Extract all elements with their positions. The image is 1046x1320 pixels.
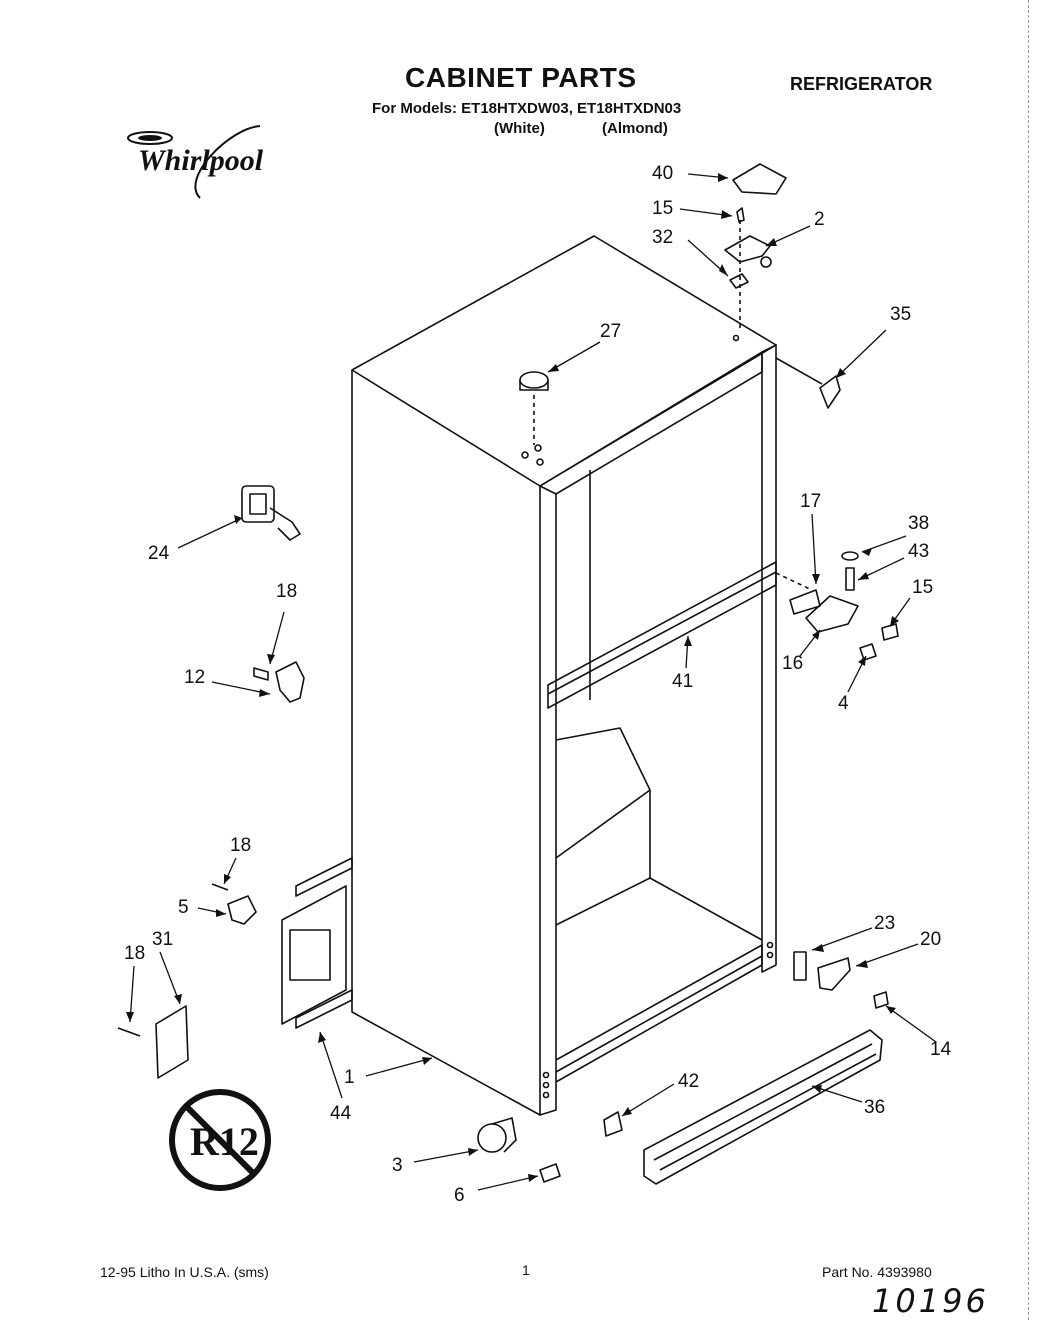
handwritten-note: 10196 — [872, 1282, 989, 1320]
callout-18: 18 — [230, 835, 252, 856]
page-title: CABINET PARTS — [405, 62, 637, 93]
callout-6: 6 — [454, 1185, 465, 1206]
logo-wordmark: Whirlpool — [138, 144, 264, 177]
callout-2: 2 — [814, 209, 825, 230]
cabinet-top — [351, 235, 777, 487]
callout-18: 18 — [276, 581, 298, 602]
callout-41: 41 — [672, 671, 694, 692]
r12-stamp — [169, 1089, 271, 1191]
cabinet-left-side — [351, 370, 541, 1116]
callout-44: 44 — [330, 1103, 352, 1124]
callout-42: 42 — [678, 1071, 700, 1092]
page-number: 1 — [522, 1262, 530, 1278]
callout-4: 4 — [838, 693, 849, 714]
callout-5: 5 — [178, 897, 189, 918]
callout-20: 20 — [920, 929, 942, 950]
callout-36: 36 — [864, 1097, 886, 1118]
callout-18: 18 — [124, 943, 146, 964]
callout-14: 14 — [930, 1039, 952, 1060]
callout-43: 43 — [908, 541, 930, 562]
callout-27: 27 — [600, 321, 622, 342]
callout-1: 1 — [344, 1067, 355, 1088]
callout-31: 31 — [152, 929, 174, 950]
callout-32: 32 — [652, 227, 674, 248]
callout-12: 12 — [184, 667, 206, 688]
callout-38: 38 — [908, 513, 930, 534]
whirlpool-logo: Whirlpool — [110, 118, 290, 208]
callout-16: 16 — [782, 653, 804, 674]
callout-23: 23 — [874, 913, 896, 934]
callout-40: 40 — [652, 163, 674, 184]
variant-almond: (Almond) — [602, 120, 668, 137]
callout-15: 15 — [652, 198, 674, 219]
print-info: 12-95 Litho In U.S.A. (sms) — [100, 1264, 269, 1280]
callout-3: 3 — [392, 1155, 403, 1176]
callout-15: 15 — [912, 577, 934, 598]
model-numbers: For Models: ET18HTXDW03, ET18HTXDN03 — [372, 100, 682, 117]
part-number: Part No. 4393980 — [822, 1264, 932, 1280]
callout-35: 35 — [890, 304, 912, 325]
appliance-type: REFRIGERATOR — [790, 74, 933, 94]
callout-24: 24 — [148, 543, 170, 564]
page-edge-line — [1028, 0, 1030, 1320]
hinge-cover — [732, 163, 787, 195]
callout-17: 17 — [800, 491, 822, 512]
variant-white: (White) — [494, 120, 545, 137]
r12-stamp-text: R12 — [190, 1119, 259, 1164]
top-hinge — [724, 235, 771, 263]
mullion-rail — [547, 561, 777, 709]
